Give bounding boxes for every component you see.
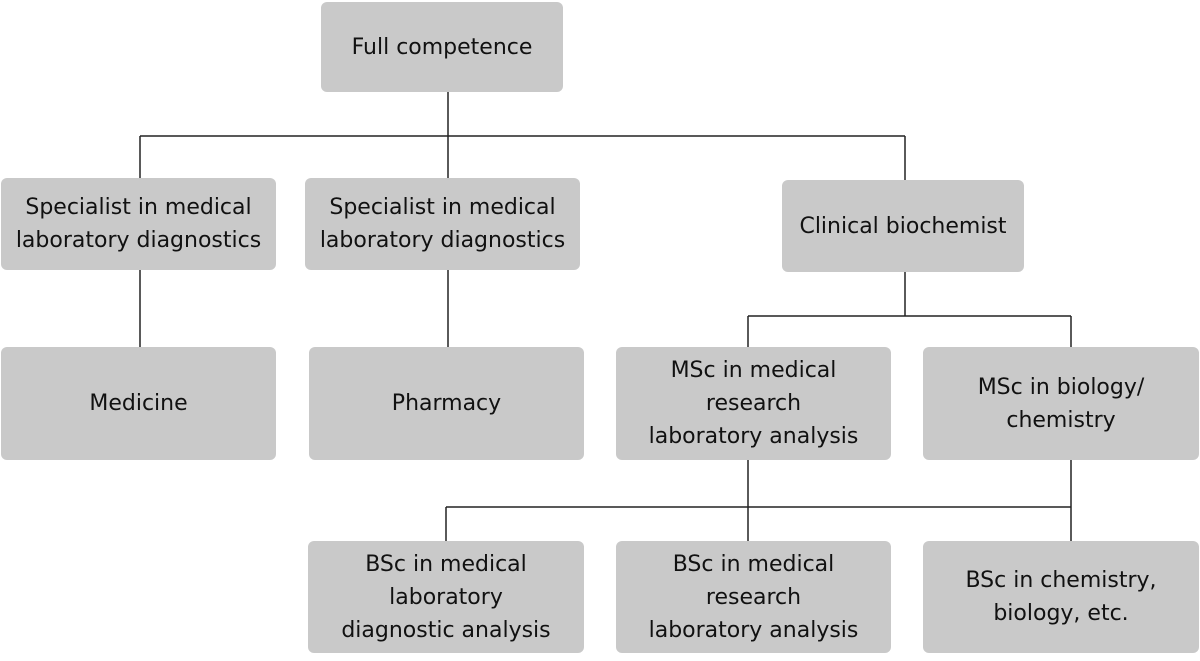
node-clinical-biochemist: Clinical biochemist <box>782 180 1024 272</box>
node-specialist-medicine: Specialist in medical laboratory diagnos… <box>1 178 276 270</box>
node-label-line: Specialist in medical <box>25 195 252 220</box>
node-label-line: Medicine <box>89 391 188 416</box>
node-medicine: Medicine <box>1 347 276 460</box>
node-label-line: Clinical biochemist <box>799 213 1007 239</box>
node-bsc-chemistry-biology: BSc in chemistry, biology, etc. <box>923 541 1199 653</box>
node-specialist-pharmacy: Specialist in medical laboratory diagnos… <box>305 178 580 270</box>
node-label-line: Specialist in medical <box>329 195 556 220</box>
node-pharmacy: Pharmacy <box>309 347 584 460</box>
node-label-line: laboratory diagnostics <box>15 228 262 253</box>
node-bsc-medical-research: BSc in medical research laboratory analy… <box>616 541 891 653</box>
node-label-line: laboratory <box>389 584 503 610</box>
node-label-line: laboratory analysis <box>648 617 859 643</box>
node-label-line: diagnostic analysis <box>341 617 551 643</box>
node-label-line: Pharmacy <box>391 391 502 416</box>
node-label-line: MSc in medical <box>670 358 837 383</box>
node-label-line: chemistry <box>1006 407 1116 433</box>
node-label-line: research <box>705 584 802 610</box>
node-label-line: Full competence <box>351 34 533 60</box>
node-msc-biology-chemistry: MSc in biology/ chemistry <box>923 347 1199 460</box>
node-label-line: MSc in biology/ <box>977 374 1145 400</box>
node-label-line: BSc in medical <box>365 551 527 577</box>
node-label-line: research <box>705 391 802 416</box>
node-label-line: laboratory analysis <box>648 424 859 449</box>
node-label-line: BSc in medical <box>672 551 835 577</box>
node-full-competence: Full competence <box>321 2 563 92</box>
node-bsc-medical-diagnostic: BSc in medical laboratory diagnostic ana… <box>308 541 584 653</box>
node-msc-medical-research: MSc in medical research laboratory analy… <box>616 347 891 460</box>
node-label-line: laboratory diagnostics <box>319 228 566 253</box>
node-label-line: biology, etc. <box>993 601 1129 626</box>
node-label-line: BSc in chemistry, <box>965 568 1157 593</box>
